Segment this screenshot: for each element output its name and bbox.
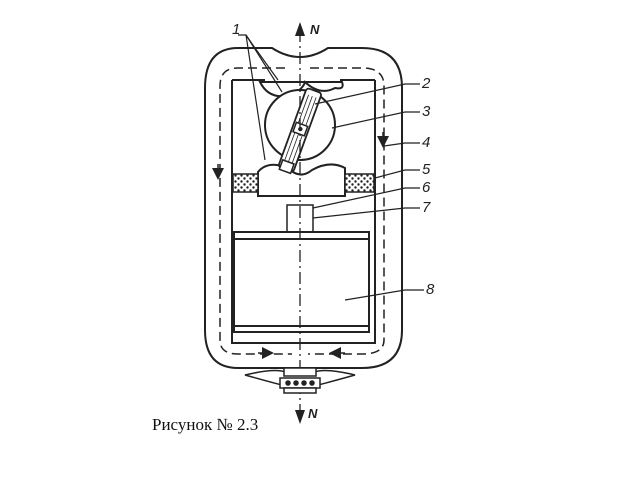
flux-arrows: [212, 132, 389, 359]
callout-8: 8: [426, 281, 435, 298]
callout-6: 6: [422, 179, 431, 196]
pole-label-top: N: [310, 22, 320, 37]
callout-7: 7: [422, 199, 431, 216]
callout-5: 5: [422, 161, 431, 178]
magnetic-flux-path: [219, 67, 385, 355]
callout-2: 2: [421, 75, 431, 92]
magnet-left: [232, 173, 259, 193]
figure-caption: Рисунок № 2.3: [152, 415, 259, 434]
callout-1: 1: [232, 21, 240, 38]
main-body: [233, 231, 370, 333]
axis-arrow-bottom: [295, 410, 305, 424]
outer-casing: [204, 47, 403, 369]
lower-pole-piece: [257, 163, 346, 197]
pole-label-bottom: N: [308, 406, 318, 421]
magnet-right: [344, 173, 375, 193]
upper-pole-piece: [258, 80, 344, 98]
callout-3: 3: [422, 103, 431, 120]
callout-4: 4: [422, 134, 430, 151]
axis-arrow-top: [295, 22, 305, 36]
callout-leaders: [238, 34, 424, 301]
connector-base: [244, 367, 356, 394]
